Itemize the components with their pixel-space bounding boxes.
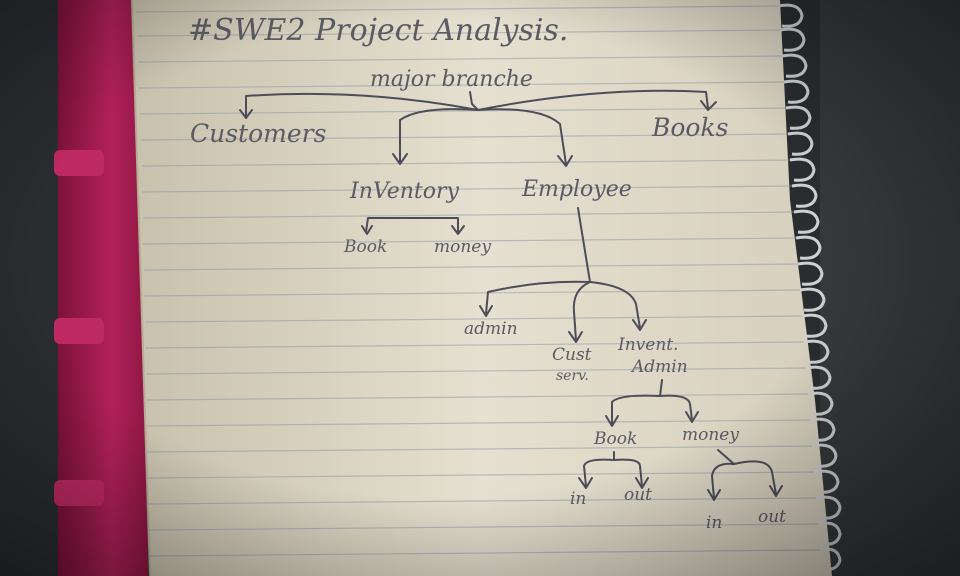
books-node-label: Books	[651, 113, 728, 142]
admin-node-label: admin	[464, 319, 518, 339]
admin-book-label: Book	[593, 429, 637, 449]
page-title: #SWE2 Project Analysis.	[188, 13, 568, 48]
money-in-label: in	[706, 513, 722, 533]
admin-money-label: money	[682, 425, 739, 445]
cover-tab	[54, 318, 104, 344]
cover-tab	[54, 480, 104, 506]
cover-tab	[54, 150, 104, 176]
book-out-label: out	[624, 485, 652, 505]
invent-admin-label-line1: Invent.	[617, 335, 679, 355]
employee-node-label: Employee	[521, 177, 632, 202]
cust-serv-label-line2: serv.	[556, 368, 589, 384]
invent-admin-label-line2: Admin	[630, 357, 688, 377]
inventory-book-label: Book	[343, 237, 387, 257]
book-in-label: in	[570, 489, 586, 509]
money-out-label: out	[758, 507, 786, 527]
customers-node-label: Customers	[190, 119, 326, 148]
cust-serv-label-line1: Cust	[552, 345, 592, 365]
inventory-node-label: InVentory	[349, 179, 460, 204]
root-node-label: major branche	[370, 67, 533, 92]
inventory-money-label: money	[434, 237, 491, 257]
